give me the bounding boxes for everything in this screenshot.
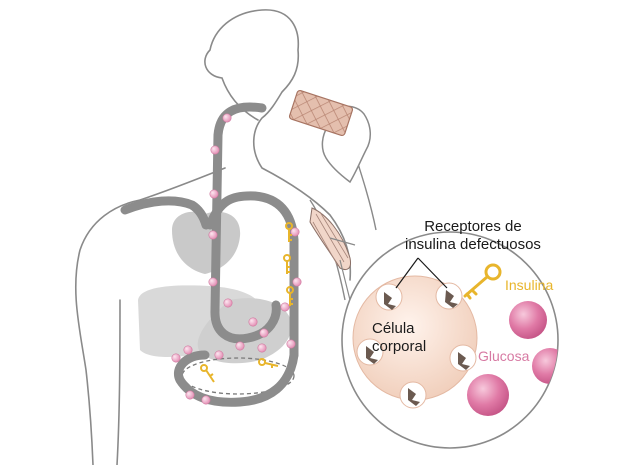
glucose-dot: [210, 145, 220, 155]
glucose-dot: [209, 189, 219, 199]
insulin-keys-body: [200, 222, 294, 383]
receptors-label-line2: insulina defectuosos: [405, 236, 541, 253]
glucose-dot: [286, 339, 296, 349]
insulin-key-icon: [463, 263, 502, 300]
glucose-dot: [280, 302, 290, 312]
stomach-organ: [197, 298, 292, 364]
glucose-dot: [171, 353, 181, 363]
receptors-label: Receptores de insulina defectuosos: [405, 218, 541, 254]
key-icon: [285, 222, 293, 242]
defective-receptors: [366, 290, 470, 406]
glucose-dot: [257, 343, 267, 353]
glucose-dot: [248, 317, 258, 327]
key-icon: [200, 364, 215, 383]
glucose-molecule: [467, 374, 509, 416]
glucose-dot: [214, 350, 224, 360]
glucose-dot: [290, 227, 300, 237]
cell-label-line1: Célula: [372, 320, 415, 337]
glucose-dot: [185, 390, 195, 400]
receptor-pointer: [395, 257, 448, 289]
glucose-dot: [223, 298, 233, 308]
wafer-cookie: [288, 89, 354, 137]
glucose-dot: [208, 277, 218, 287]
magnified-view: [341, 231, 559, 449]
receptors-label-line1: Receptores de: [424, 218, 522, 235]
magnifier-connector: [329, 237, 356, 301]
glucose-dot: [208, 230, 218, 240]
glucose-molecule: [532, 348, 558, 384]
cell-label: Célula corporal: [372, 320, 426, 356]
glucose-dot: [201, 395, 211, 405]
glucose-dot: [183, 345, 193, 355]
heart-organ: [172, 211, 241, 274]
body-outline: [74, 9, 352, 465]
glucose-dot: [259, 328, 269, 338]
key-icon: [283, 254, 291, 274]
glucose-molecule: [509, 301, 547, 339]
muscle-tissue: [309, 207, 351, 271]
intestine-dashed: [181, 357, 295, 395]
insulin-label: Insulina: [505, 277, 554, 293]
key-icon: [286, 286, 294, 306]
key-icon: [258, 358, 279, 368]
glucose-label: Glucosa: [478, 348, 530, 364]
cell-label-line2: corporal: [372, 338, 427, 355]
glucose-dot: [235, 341, 245, 351]
glucose-dots-body: [171, 113, 302, 405]
glucose-dot: [222, 113, 232, 123]
glucose-dot: [292, 277, 302, 287]
